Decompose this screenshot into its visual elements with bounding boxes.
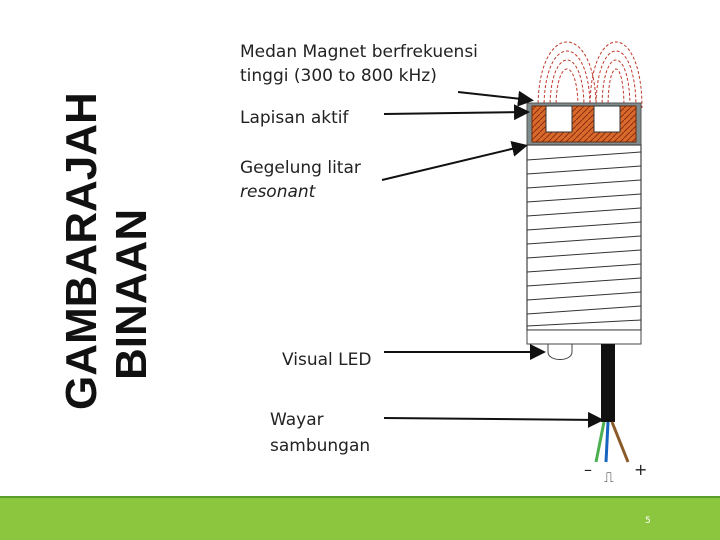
- terminal-signal: ⎍: [604, 470, 614, 486]
- terminal-minus: –: [584, 460, 592, 479]
- wires: [594, 421, 630, 463]
- label-magnetic-field: Medan Magnet berfrekuensi: [240, 42, 478, 62]
- label-wire-2: sambungan: [270, 436, 371, 456]
- label-magnetic-field-freq: tinggi (300 to 800 kHz): [240, 66, 437, 86]
- footer-divider: [0, 496, 720, 498]
- sensor-body: [526, 144, 642, 345]
- active-layer: [526, 102, 642, 146]
- label-led: Visual LED: [282, 350, 372, 370]
- cable: [601, 344, 615, 422]
- label-coil: Gegelung litar: [240, 158, 361, 178]
- label-coil-resonant: resonant: [240, 182, 316, 202]
- magnetic-field-lines: [537, 41, 643, 109]
- page-number: 5: [645, 516, 651, 526]
- pointer-arrows: [381, 90, 604, 428]
- label-active-layer: Lapisan aktif: [240, 108, 349, 128]
- label-wire: Wayar: [270, 410, 324, 430]
- led-bulb: [547, 343, 573, 360]
- footer-bar: [0, 498, 720, 540]
- terminal-plus: +: [634, 460, 648, 479]
